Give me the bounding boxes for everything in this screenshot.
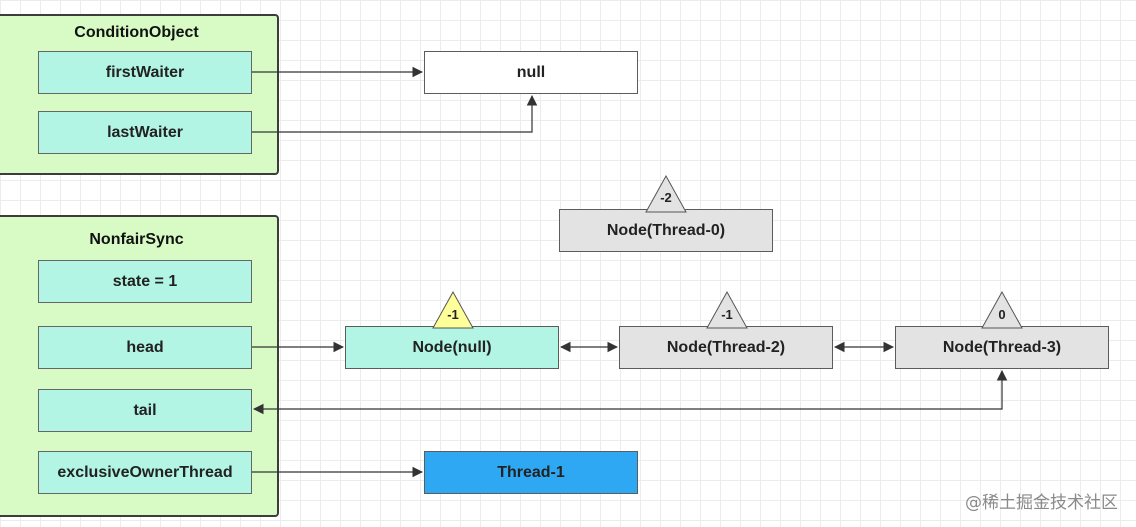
state-field: state = 1 [38,260,252,303]
node-thread-0: Node(Thread-0) [559,209,773,252]
status-label-node-null: -1 [447,307,459,322]
status-triangle-thread-0 [645,174,687,213]
status-label-thread-0: -2 [660,190,672,205]
status-label-thread-3: 0 [998,307,1005,322]
watermark: @稀土掘金技术社区 [965,493,1118,513]
first-waiter-field: firstWaiter [38,51,252,94]
last-waiter-field: lastWaiter [38,111,252,154]
node-null: Node(null) [345,326,559,369]
head-field: head [38,326,252,369]
last-waiter-arrow [252,94,538,133]
exclusive-owner-thread-field: exclusiveOwnerThread [38,451,252,494]
null-box: null [424,51,638,94]
thread-1-box: Thread-1 [424,451,638,494]
node-thread-2: Node(Thread-2) [619,326,833,369]
nonfair-sync-title: NonfairSync [89,231,184,248]
status-triangle-thread-3 [981,290,1023,329]
tail-arrow [252,369,1008,415]
tail-field: tail [38,389,252,432]
status-triangle-node-null [432,290,474,329]
status-label-thread-2: -1 [721,307,733,322]
status-triangle-thread-2 [706,290,748,329]
condition-object-title: ConditionObject [74,24,199,41]
